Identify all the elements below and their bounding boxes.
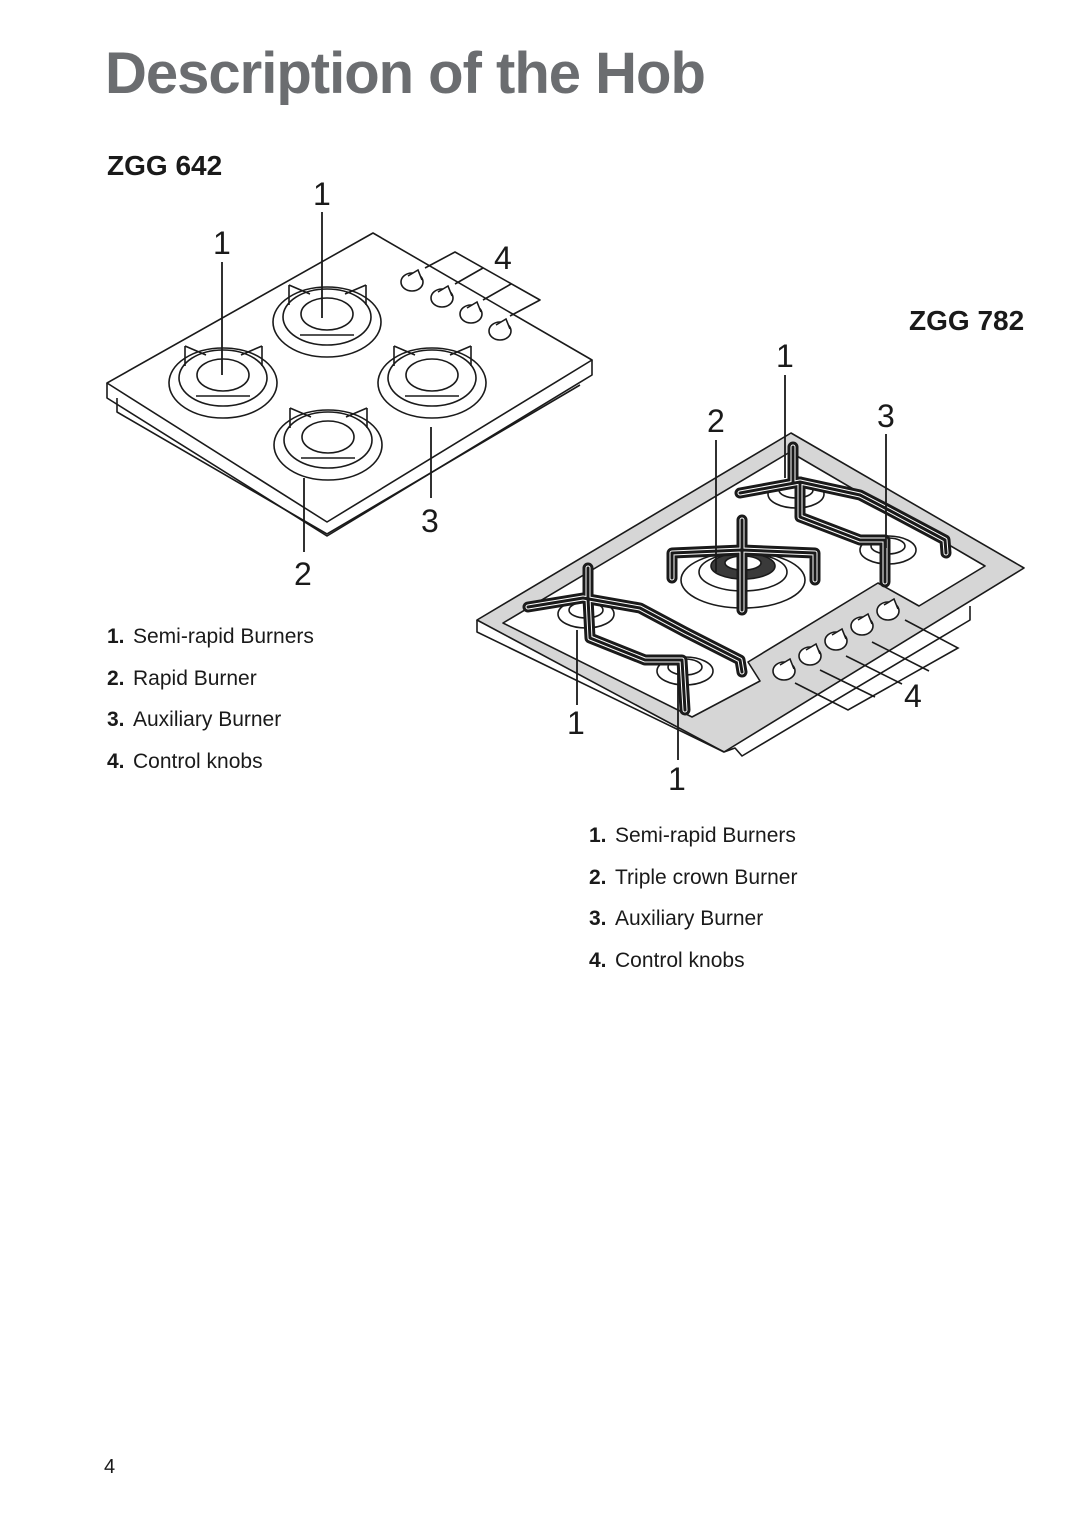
- zgg782-callout-1-top: 1: [776, 338, 794, 374]
- legend-item: 3.Auxiliary Burner: [589, 907, 764, 930]
- zgg782-model-heading: ZGG 782: [909, 305, 1025, 336]
- zgg782-callout-4: 4: [904, 678, 922, 714]
- zgg642-callout-1-top: 1: [313, 176, 331, 212]
- zgg642-callout-4: 4: [494, 240, 512, 276]
- page-number: 4: [104, 1456, 116, 1478]
- zgg782-control-knobs: [772, 597, 960, 711]
- legend-item: 4.Control knobs: [589, 948, 745, 972]
- zgg642-burner-back: [272, 284, 382, 358]
- zgg642-burner-front: [273, 407, 383, 481]
- zgg782-legend: 1.Semi-rapid Burners 2.Triple crown Burn…: [589, 824, 797, 990]
- zgg642-control-knobs: [400, 268, 512, 341]
- legend-item: 3.Auxiliary Burner: [107, 708, 282, 731]
- zgg642-burner-right: [377, 345, 487, 419]
- zgg782-callout-1-left: 1: [567, 705, 585, 741]
- zgg642-callout-3: 3: [421, 503, 439, 539]
- legend-item: 4.Control knobs: [107, 749, 263, 773]
- zgg782-callout-3: 3: [877, 398, 895, 434]
- zgg642-callout-2: 2: [294, 556, 312, 592]
- zgg642-legend: 1.Semi-rapid Burners 2.Rapid Burner 3.Au…: [107, 625, 314, 791]
- legend-item: 1.Semi-rapid Burners: [589, 824, 796, 847]
- legend-item: 2.Triple crown Burner: [589, 865, 798, 889]
- zgg642-callout-1-left: 1: [213, 225, 231, 261]
- zgg642-burner-left: [168, 345, 278, 419]
- page-title: Description of the Hob: [105, 41, 706, 106]
- zgg782-callout-2: 2: [707, 403, 725, 439]
- legend-item: 2.Rapid Burner: [107, 666, 257, 690]
- zgg642-model-heading: ZGG 642: [107, 150, 223, 181]
- zgg782-callout-1-front: 1: [668, 761, 686, 797]
- legend-item: 1.Semi-rapid Burners: [107, 625, 314, 648]
- zgg642-burners: [168, 284, 487, 481]
